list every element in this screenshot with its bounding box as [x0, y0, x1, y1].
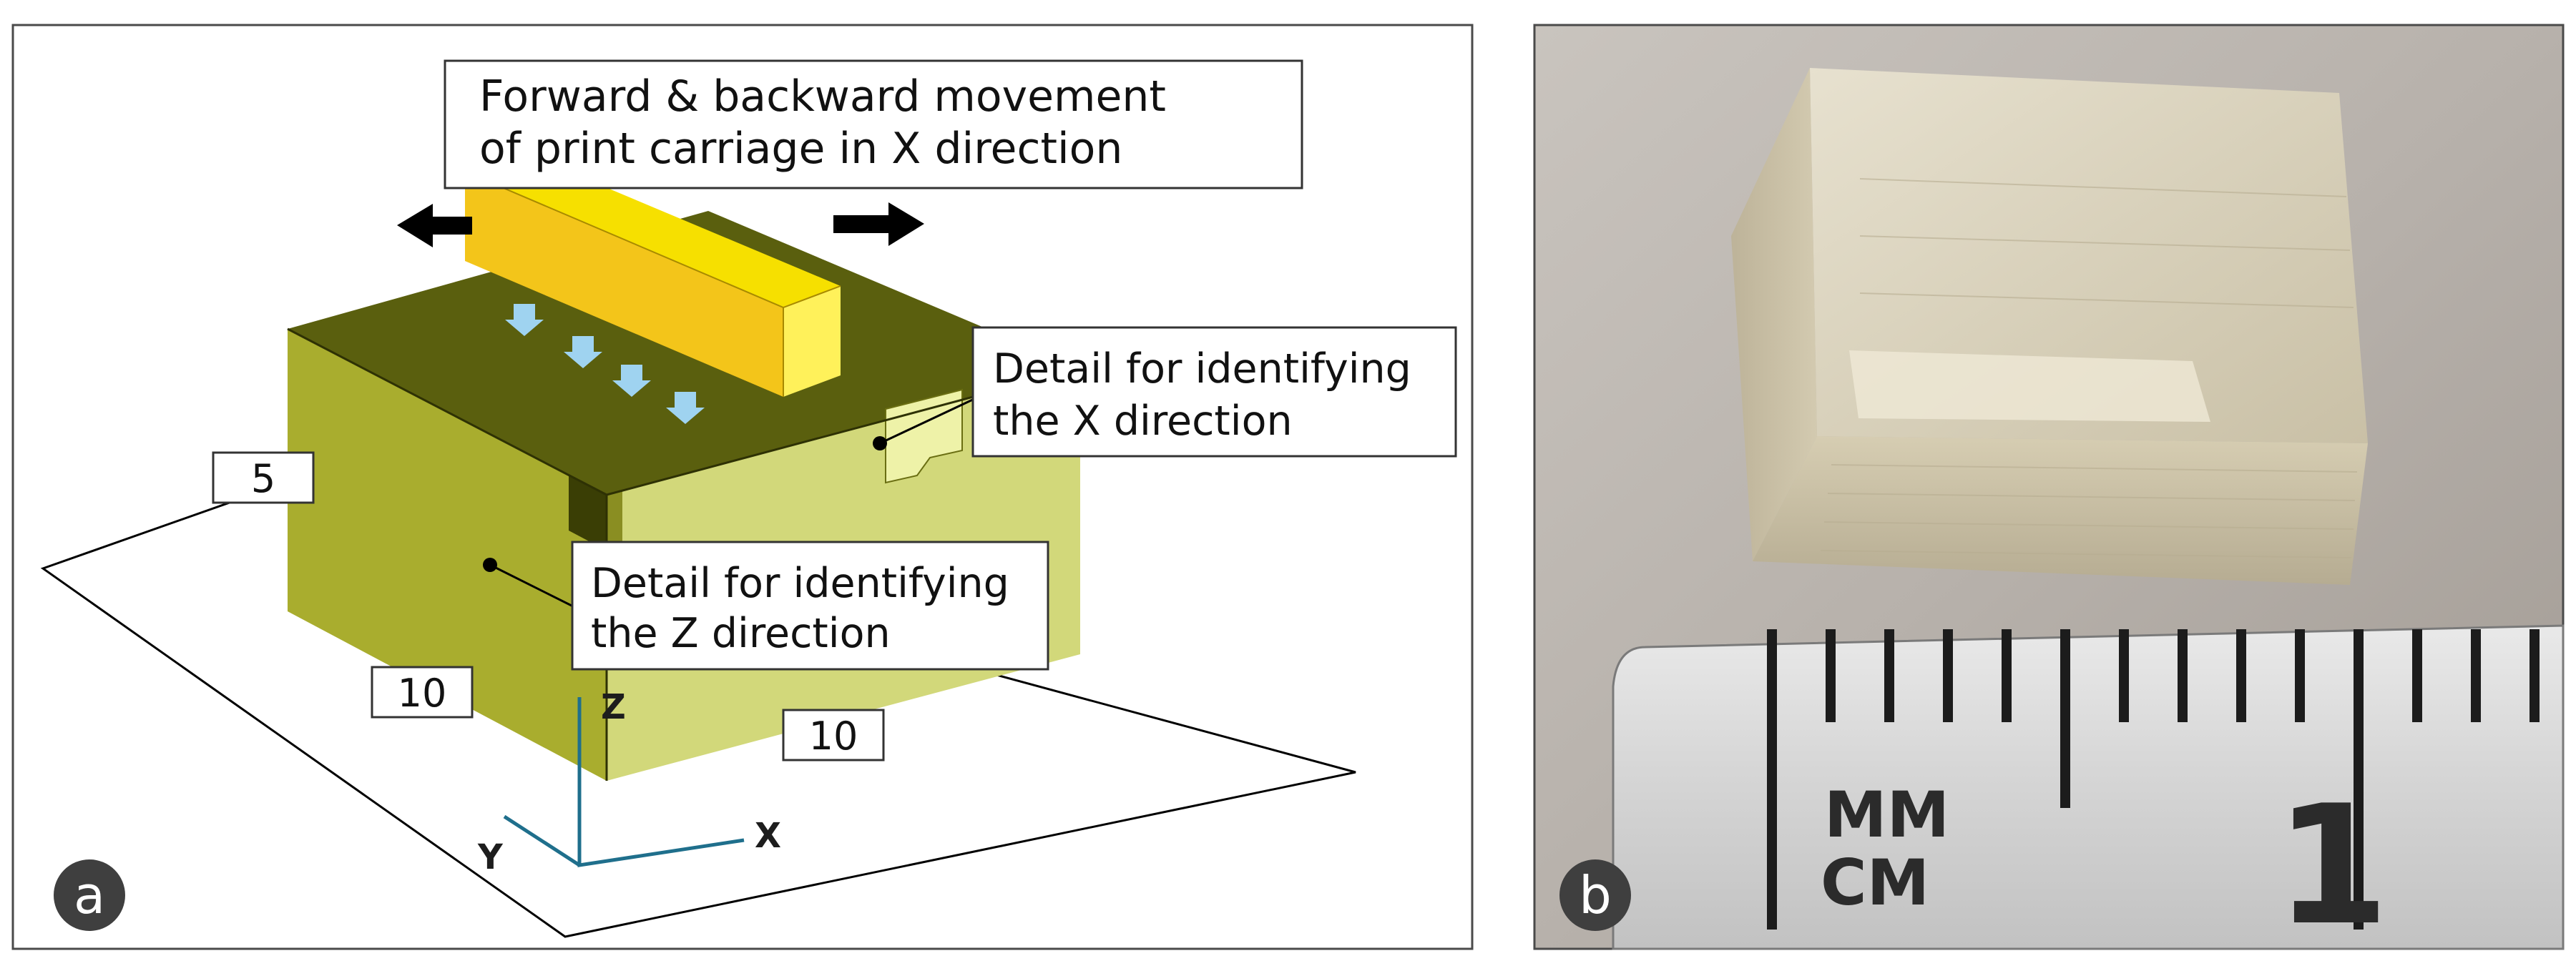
- z-detail-line2: the Z direction: [591, 610, 891, 657]
- cube-left-face: [1731, 68, 1817, 561]
- dimension-labels: 5 10 10: [212, 451, 885, 761]
- ruler-tick: [2119, 629, 2129, 722]
- panel-a-badge: a: [54, 859, 125, 931]
- dim-height-box: [212, 451, 315, 504]
- x-detail-box: [971, 326, 1457, 458]
- carriage-callout-line1: Forward & backward movement: [479, 72, 1166, 122]
- z-detail-line1: Detail for identifying: [591, 560, 1009, 607]
- axis-z-label: Z: [601, 687, 626, 727]
- x-detail-line2: the X direction: [993, 398, 1293, 445]
- z-detail-leader: [489, 563, 577, 609]
- x-detail-callout: Detail for identifying the X direction: [971, 326, 1457, 458]
- cube-step: [1849, 350, 2210, 422]
- dim-depth-box: [371, 666, 474, 719]
- z-notch: [569, 475, 607, 551]
- movement-arrows: [397, 202, 924, 247]
- badge-a-label: a: [74, 865, 105, 925]
- ruler-tick: [2236, 629, 2246, 722]
- z-detail-callout: Detail for identifying the Z direction: [571, 541, 1049, 671]
- down-arrow-icon: [505, 304, 544, 336]
- ruler: MM CM 1: [1612, 624, 2565, 962]
- part-front-face: [288, 329, 607, 781]
- dim-depth-label: 10: [398, 671, 447, 716]
- cube-layer-lines: [1820, 178, 2358, 558]
- panel-a: Forward & backward movement of print car…: [11, 24, 1474, 950]
- x-detail-line1: Detail for identifying: [993, 345, 1411, 393]
- dim-width-label: 10: [809, 714, 858, 759]
- badge-a-circle: [54, 859, 125, 931]
- panel-b-badge: b: [1559, 859, 1631, 931]
- carriage-callout-box: [444, 59, 1303, 189]
- carriage-top-face: [465, 154, 841, 307]
- ruler-tick: [1767, 629, 1777, 930]
- axis-y-line: [503, 814, 581, 867]
- arrow-right-icon: [833, 202, 924, 246]
- ruler-tick: [2060, 629, 2070, 808]
- carriage-callout-line2: of print carriage in X direction: [479, 124, 1122, 174]
- ruler-body: [1612, 624, 2565, 950]
- ruler-tick: [1884, 629, 1894, 722]
- ruler-mm-label: MM: [1824, 778, 1949, 852]
- z-detail-dot: [483, 558, 497, 572]
- axis-y-label: Y: [477, 837, 504, 877]
- ruler-cm-label: CM: [1821, 846, 1929, 920]
- ruler-tick: [1826, 629, 1836, 722]
- z-notch-side: [607, 491, 622, 551]
- panel-b: MM CM 1 b: [1533, 24, 2565, 962]
- down-arrow-icon: [666, 392, 705, 424]
- printed-cube: [1731, 68, 2368, 585]
- print-carriage: [464, 154, 841, 397]
- deposition-arrows: [505, 304, 705, 424]
- badge-b-circle: [1559, 859, 1631, 931]
- ruler-tick: [2295, 629, 2305, 722]
- carriage-front-face: [465, 172, 783, 397]
- ruler-tick: [2178, 629, 2188, 722]
- ruler-number-label: 1: [2275, 771, 2389, 962]
- dim-width-box: [782, 709, 885, 761]
- cube-front-face: [1753, 436, 2368, 585]
- ruler-tick: [2471, 629, 2481, 722]
- coordinate-axes: Z X Y: [477, 687, 781, 877]
- axis-x-label: X: [755, 816, 781, 856]
- down-arrow-icon: [564, 336, 602, 368]
- ruler-tick: [2412, 629, 2422, 722]
- ruler-tick: [1943, 629, 1953, 722]
- ruler-tick: [2002, 629, 2012, 722]
- ruler-tick: [2354, 629, 2364, 930]
- ruler-tick: [2530, 629, 2540, 722]
- ruler-ticks: [1767, 629, 2540, 930]
- down-arrow-icon: [612, 365, 651, 397]
- badge-b-label: b: [1579, 865, 1612, 925]
- cube-top-face: [1810, 68, 2368, 443]
- carriage-callout: Forward & backward movement of print car…: [444, 59, 1303, 189]
- z-detail-box: [571, 541, 1049, 671]
- dim-height-label: 5: [251, 456, 275, 501]
- arrow-left-icon: [397, 204, 472, 247]
- x-detail-dot: [873, 436, 887, 450]
- carriage-end-face: [783, 286, 841, 397]
